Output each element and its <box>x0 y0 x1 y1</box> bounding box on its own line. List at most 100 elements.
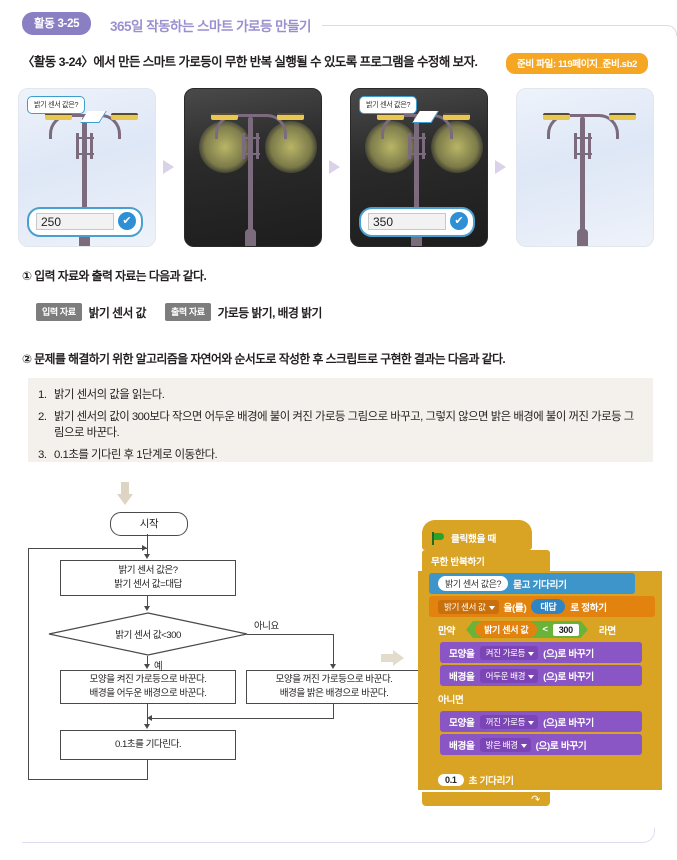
forever-body: 밝기 센서 값은? 묻고 기다리기 밝기 센서 값 을(를) 대답 로 정하기 … <box>418 571 662 790</box>
block-set-variable[interactable]: 밝기 센서 값 을(를) 대답 로 정하기 <box>429 596 655 617</box>
input-data-badge: 입력 자료 <box>36 303 82 321</box>
flow-to-script-arrow-icon <box>381 650 405 666</box>
forever-foot: ↶ <box>422 792 550 806</box>
condition-variable[interactable]: 밝기 센서 값 <box>475 622 537 637</box>
step-text: 밝기 센서의 값이 300보다 작으면 어두운 배경에 불이 켜진 가로등 그림… <box>54 410 634 440</box>
backdrop-label: 배경을 <box>449 671 475 683</box>
output-data-text: 가로등 밝기, 배경 밝기 <box>217 305 323 320</box>
if-block-foot <box>429 757 651 766</box>
condition-value[interactable]: 300 <box>553 624 579 636</box>
flowchart-yes-box: 모양을 켜진 가로등으로 바꾼다. 배경을 어두운 배경으로 바꾼다. <box>60 670 236 704</box>
flowchart-start: 시작 <box>110 512 188 536</box>
algorithm-step: 2. 밝기 센서의 값이 300보다 작으면 어두운 배경에 불이 켜진 가로등… <box>38 409 635 442</box>
if-true-body: 모양을 켜진 가로등 (으)로 바꾸기 배경을 어두운 배경 (으)로 바꾸기 <box>429 640 651 686</box>
yes-line-1: 모양을 켜진 가로등으로 바꾼다. <box>89 674 207 686</box>
answer-reporter[interactable]: 대답 <box>531 599 566 614</box>
no-line-1: 모양을 꺼진 가로등으로 바꾼다. <box>275 674 393 686</box>
backdrop-dropdown-dark[interactable]: 어두운 배경 <box>479 668 539 683</box>
step-number: 1. <box>38 389 47 401</box>
ask-bubble: 밝기 센서 값은? <box>27 96 86 114</box>
ask-input-value[interactable]: 250 <box>36 213 114 230</box>
header-rule <box>322 25 677 36</box>
input-data-text: 밝기 센서 값 <box>88 305 147 320</box>
wait-value-field[interactable]: 0.1 <box>438 773 464 786</box>
flowchart: 시작 밝기 센서 값은? 밝기 센서 값=대답 밝기 센서 값<300 아니요 … <box>28 512 422 792</box>
block-switch-costume-on[interactable]: 모양을 켜진 가로등 (으)로 바꾸기 <box>440 642 642 663</box>
block-ask-and-wait[interactable]: 밝기 센서 값은? 묻고 기다리기 <box>429 573 635 594</box>
if-false-body: 모양을 꺼진 가로등 (으)로 바꾸기 배경을 밝은 배경 (으)로 바꾸기 <box>429 709 651 755</box>
ask-input-bar[interactable]: 350 ✔ <box>359 207 475 237</box>
stage-panel-4 <box>516 88 654 247</box>
algorithm-step: 3. 0.1초를 기다린 후 1단계로 이동한다. <box>38 447 635 464</box>
if-prefix: 만약 <box>438 625 456 637</box>
flowchart-decision: 밝기 센서 값<300 <box>48 612 248 656</box>
block-wait[interactable]: 0.1 초 기다리기 <box>429 769 545 790</box>
block-when-flag-clicked[interactable]: 클릭했을 때 <box>422 520 532 550</box>
flowchart-no-box: 모양을 꺼진 가로등으로 바꾼다. 배경을 밝은 배경으로 바꾼다. <box>246 670 422 704</box>
intro-text: 〈활동 3-24〉에서 만든 스마트 가로등이 무한 반복 실행될 수 있도록 … <box>22 55 478 69</box>
activity-badge: 활동 3-25 <box>22 12 92 35</box>
variable-dropdown[interactable]: 밝기 센서 값 <box>438 599 499 614</box>
green-flag-icon <box>432 532 445 545</box>
strip-arrow-icon-2 <box>329 160 340 174</box>
hat-label: 클릭했을 때 <box>451 534 496 545</box>
backdrop-suffix: (으)로 바꾸기 <box>535 740 587 752</box>
strip-arrow-icon-3 <box>495 160 506 174</box>
ask-prompt-field[interactable]: 밝기 센서 값은? <box>438 576 509 591</box>
set-mid: 을(를) <box>503 602 527 614</box>
ask-input-bar[interactable]: 250 ✔ <box>27 207 143 237</box>
block-forever[interactable]: 무한 반복하기 밝기 센서 값은? 묻고 기다리기 밝기 센서 값 을(를) 대… <box>418 550 666 806</box>
algorithm-step: 1. 밝기 센서의 값을 읽는다. <box>38 387 635 404</box>
ask-submit-icon[interactable]: ✔ <box>450 212 468 230</box>
else-label: 아니면 <box>429 688 651 709</box>
strip-arrow-icon-1 <box>163 160 174 174</box>
wait-suffix: 초 기다리기 <box>468 775 514 787</box>
block-switch-costume-off[interactable]: 모양을 꺼진 가로등 (으)로 바꾸기 <box>440 711 642 732</box>
set-suffix: 로 정하기 <box>570 602 607 614</box>
streetlight-graphic <box>185 89 321 246</box>
backdrop-dropdown-light[interactable]: 밝은 배경 <box>479 737 531 752</box>
costume-label: 모양을 <box>449 648 475 660</box>
block-switch-backdrop-dark[interactable]: 배경을 어두운 배경 (으)로 바꾸기 <box>440 665 642 686</box>
block-if-else[interactable]: 만약 밝기 센서 값 < 300 라면 모양을 켜진 가로등 (으)로 바꾸기 <box>429 619 662 766</box>
paragraph-1: ① 입력 자료와 출력 자료는 다음과 같다. <box>22 269 207 283</box>
block-switch-backdrop-light[interactable]: 배경을 밝은 배경 (으)로 바꾸기 <box>440 734 642 755</box>
page-bottom-rule <box>22 828 655 843</box>
read-line-2: 밝기 센서 값=대답 <box>114 579 182 590</box>
forever-label: 무한 반복하기 <box>422 550 550 571</box>
costume-dropdown-off[interactable]: 꺼진 가로등 <box>479 714 539 729</box>
scratch-script: 클릭했을 때 무한 반복하기 밝기 센서 값은? 묻고 기다리기 밝기 센서 값… <box>418 520 666 806</box>
ask-bubble: 밝기 센서 값은? <box>359 96 418 114</box>
costume-dropdown-on[interactable]: 켜진 가로등 <box>479 645 539 660</box>
costume-label: 모양을 <box>449 717 475 729</box>
step-text: 0.1초를 기다린 후 1단계로 이동한다. <box>54 448 218 461</box>
algorithm-box: 1. 밝기 센서의 값을 읽는다. 2. 밝기 센서의 값이 300보다 작으면… <box>28 378 653 462</box>
streetlight-graphic <box>351 89 487 246</box>
yes-line-2: 배경을 어두운 배경으로 바꾼다. <box>89 688 207 699</box>
ask-suffix: 묻고 기다리기 <box>513 579 567 591</box>
stage-preview-strip: 밝기 센서 값은? 250 ✔ <box>18 88 663 248</box>
operator-less-than[interactable]: 밝기 센서 값 < 300 <box>466 621 588 638</box>
step-text: 밝기 센서의 값을 읽는다. <box>54 389 165 401</box>
ask-input-value[interactable]: 350 <box>368 213 446 230</box>
decision-text: 밝기 센서 값<300 <box>115 630 181 641</box>
step-number: 2. <box>38 410 47 423</box>
backdrop-suffix: (으)로 바꾸기 <box>543 671 594 683</box>
io-data-row: 입력 자료 밝기 센서 값 출력 자료 가로등 밝기, 배경 밝기 <box>36 303 334 321</box>
stage-panel-3: 밝기 센서 값은? 350 ✔ <box>350 88 488 247</box>
paragraph-2: ② 문제를 해결하기 위한 알고리즘을 자연어와 순서도로 작성한 후 스크립트… <box>22 352 506 366</box>
stage-panel-2 <box>184 88 322 247</box>
output-data-badge: 출력 자료 <box>164 303 211 321</box>
down-arrow-icon <box>117 482 133 506</box>
read-line-1: 밝기 센서 값은? <box>118 565 178 577</box>
decision-label-no: 아니요 <box>254 620 279 631</box>
activity-title: 365일 작동하는 스마트 가로등 만들기 <box>110 19 311 34</box>
prep-file-badge: 준비 파일: 119페이지_준비.sb2 <box>506 53 648 74</box>
if-header: 만약 밝기 센서 값 < 300 라면 <box>429 619 651 640</box>
no-line-2: 배경을 밝은 배경으로 바꾼다. <box>279 688 389 699</box>
ask-submit-icon[interactable]: ✔ <box>118 212 136 230</box>
costume-suffix: (으)로 바꾸기 <box>543 648 594 660</box>
flowchart-wait-box: 0.1초를 기다린다. <box>60 730 236 760</box>
stage-panel-1: 밝기 센서 값은? 250 ✔ <box>18 88 156 247</box>
